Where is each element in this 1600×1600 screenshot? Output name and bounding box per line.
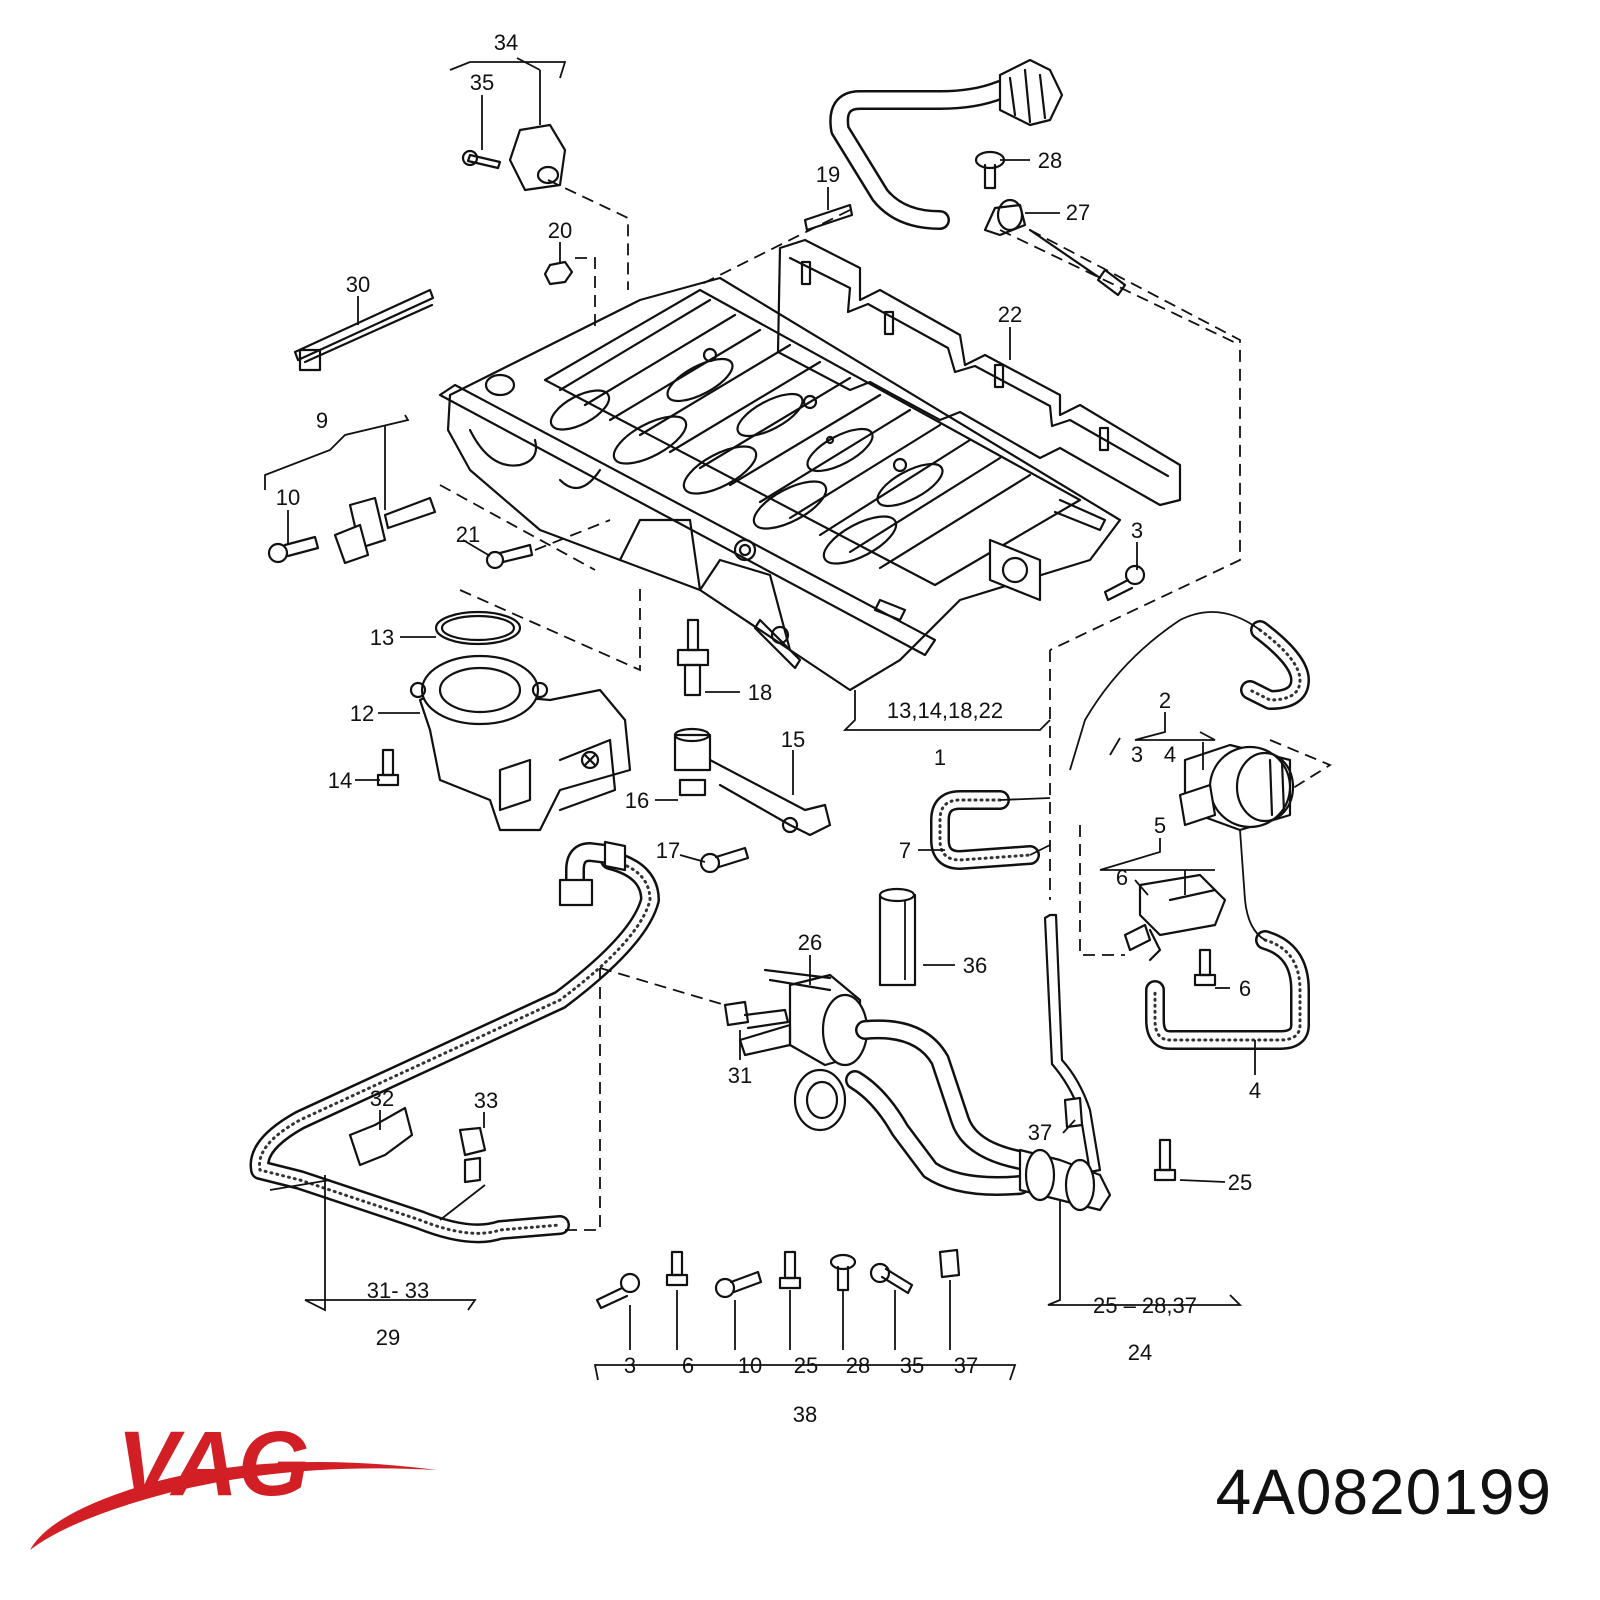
callout-37: 37 [1028,1120,1052,1145]
solenoid-valve-icon [738,968,1112,1212]
gasket-icon [776,238,1182,507]
callout-38-6: 6 [682,1353,694,1378]
o-ring-icon [434,610,522,646]
callout-25: 25 [1228,1170,1252,1195]
bolt-icon [267,123,1217,1184]
callout-2: 2 [1159,688,1171,713]
callout-38-10: 10 [738,1353,762,1378]
callout-20: 20 [548,218,572,243]
callout-group-29: 31- 33 [367,1278,429,1303]
guide-lines [439,179,1332,1231]
hose-7-icon [930,790,1051,870]
callout-38-3: 3 [624,1353,636,1378]
callout-5: 5 [1154,813,1166,838]
hose-upper-right-icon [1069,611,1310,771]
callout-38-37: 37 [954,1353,978,1378]
callout-29: 29 [376,1325,400,1350]
callout-38-28: 28 [846,1353,870,1378]
callout-9: 9 [316,408,328,433]
bolt-set-icon [595,1248,961,1310]
pressure-sensor-icon [1178,743,1295,832]
vag-logo: VAG [30,1413,437,1550]
callout-15: 15 [781,727,805,752]
callout-7: 7 [899,838,911,863]
callout-labels: 34 35 19 28 27 20 30 22 9 10 21 3 13 18 … [276,30,1261,1427]
callout-36: 36 [963,953,987,978]
callout-4a: 4 [1164,742,1176,767]
callout-21: 21 [456,522,480,547]
callout-32: 32 [370,1086,394,1111]
callout-6b: 6 [1239,976,1251,1001]
callout-31: 31 [728,1063,752,1088]
callout-4b: 4 [1249,1078,1261,1103]
callout-26: 26 [798,930,822,955]
callout-13: 13 [370,625,394,650]
callout-group-1: 13,14,18,22 [887,698,1003,723]
callout-38-35: 35 [900,1353,924,1378]
callout-6a: 6 [1116,865,1128,890]
callout-34: 34 [494,30,518,55]
callout-38-25: 25 [794,1353,818,1378]
svg-text:VAG: VAG [117,1413,310,1515]
hose-4-icon [1145,829,1310,1050]
hose-29-icon [249,840,660,1244]
callout-33: 33 [474,1088,498,1113]
callout-3: 3 [1131,518,1143,543]
leader-lines [264,57,1256,1381]
callout-38: 38 [793,1402,817,1427]
callout-35: 35 [470,70,494,95]
callout-10: 10 [276,485,300,510]
callout-12: 12 [350,701,374,726]
callout-16: 16 [625,788,649,813]
callout-18: 18 [748,680,772,705]
intake-manifold-icon [438,276,1122,692]
callout-28: 28 [1038,148,1062,173]
callout-group-24: 25 – 28,37 [1093,1293,1197,1318]
callout-22: 22 [998,302,1022,327]
callout-3b: 3 [1131,742,1143,767]
part-number: 4A0820199 [1215,1456,1552,1528]
callout-19: 19 [816,162,840,187]
callout-17: 17 [656,838,680,863]
tube-icon [878,887,917,987]
solenoid-5-icon [1123,873,1227,962]
callout-14: 14 [328,768,352,793]
vacuum-hose-icon [829,58,1127,297]
callout-27: 27 [1066,200,1090,225]
callout-1: 1 [934,745,946,770]
callout-30: 30 [346,272,370,297]
vacuum-tube-icon [1043,913,1102,1174]
callout-24: 24 [1128,1340,1152,1365]
throttle-body-icon [409,654,632,832]
